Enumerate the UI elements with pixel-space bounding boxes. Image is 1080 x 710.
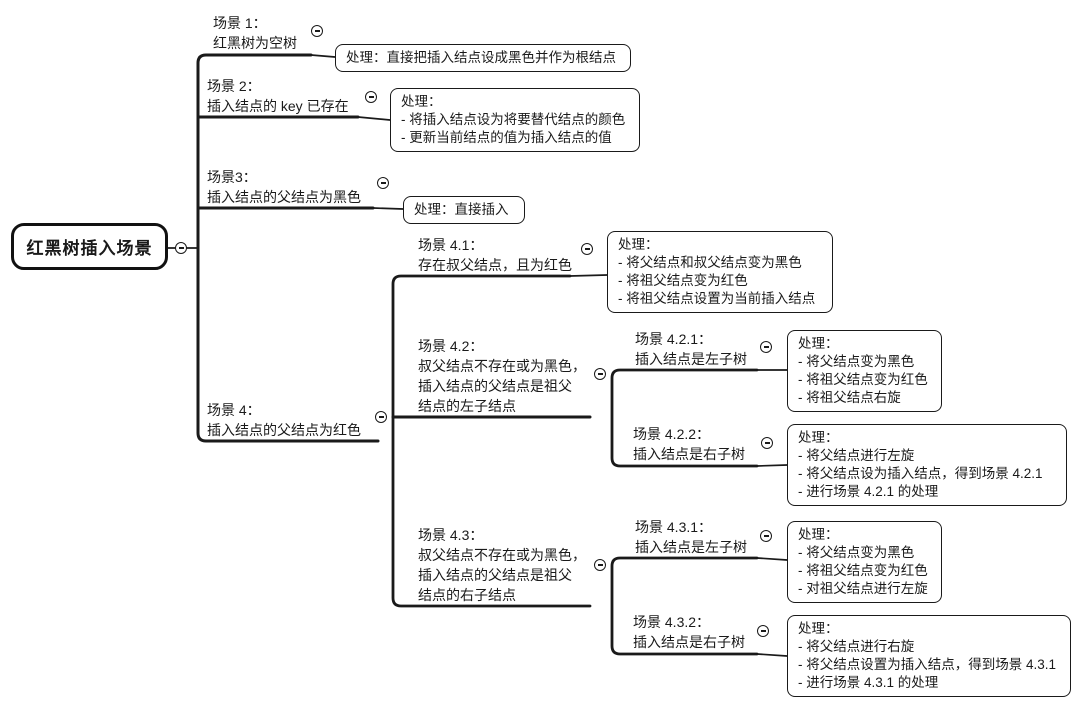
action-box-scenario-4-2-1[interactable]: 处理： - 将父结点变为黑色 - 将祖父结点变为红色 - 将祖父结点右旋 xyxy=(787,330,942,412)
scenario41-action-connector xyxy=(569,274,608,277)
action-box-scenario-4-3-2[interactable]: 处理： - 将父结点进行右旋 - 将父结点设置为插入结点，得到场景 4.3.1 … xyxy=(787,615,1071,697)
level1-trunk-line xyxy=(196,53,380,443)
topic-scenario-4[interactable]: 场景 4： 插入结点的父结点为红色 xyxy=(207,402,361,438)
topic-scenario-4-3[interactable]: 场景 4.3： 叔父结点不存在或为黑色， 插入结点的父结点是祖父 结点的右子结点 xyxy=(418,527,586,603)
topic-scenario-3[interactable]: 场景3： 插入结点的父结点为黑色 xyxy=(207,169,361,205)
action-box-scenario-4-1[interactable]: 处理： - 将父结点和叔父结点变为黑色 - 将祖父结点变为红色 - 将祖父结点设… xyxy=(607,231,833,313)
scenario4-children-trunk xyxy=(391,274,592,608)
scenario42-children-trunk xyxy=(610,368,759,468)
collapse-icon[interactable] xyxy=(594,559,606,571)
collapse-icon[interactable] xyxy=(760,341,772,353)
topic-scenario-4-2-2[interactable]: 场景 4.2.2： 插入结点是右子树 xyxy=(633,426,745,462)
topic-scenario-4-2[interactable]: 场景 4.2： 叔父结点不存在或为黑色， 插入结点的父结点是祖父 结点的左子结点 xyxy=(418,338,586,414)
collapse-icon[interactable] xyxy=(175,242,187,254)
topic-scenario-4-3-1[interactable]: 场景 4.3.1： 插入结点是左子树 xyxy=(635,519,747,555)
collapse-icon[interactable] xyxy=(375,411,387,423)
collapse-icon[interactable] xyxy=(377,177,389,189)
topic-scenario-2[interactable]: 场景 2： 插入结点的 key 已存在 xyxy=(207,78,349,114)
collapse-icon[interactable] xyxy=(311,25,323,37)
collapse-icon[interactable] xyxy=(761,437,773,449)
scenario43-children-trunk xyxy=(610,556,759,656)
scenario2-action-connector xyxy=(357,116,391,121)
scenario422-action-connector xyxy=(756,464,788,467)
action-box-scenario-4-3-1[interactable]: 处理： - 将父结点变为黑色 - 将祖父结点变为红色 - 对祖父结点进行左旋 xyxy=(787,521,942,603)
collapse-icon[interactable] xyxy=(365,91,377,103)
action-box-scenario-4-2-2[interactable]: 处理： - 将父结点进行左旋 - 将父结点设为插入结点，得到场景 4.2.1 -… xyxy=(787,424,1067,506)
topic-scenario-1[interactable]: 场景 1： 红黑树为空树 xyxy=(213,15,297,51)
collapse-icon[interactable] xyxy=(581,243,593,255)
topic-scenario-4-3-2[interactable]: 场景 4.3.2： 插入结点是右子树 xyxy=(633,614,745,650)
scenario1-action-connector xyxy=(310,54,336,58)
root-node[interactable]: 红黑树插入场景 xyxy=(11,223,168,270)
action-box-scenario-1[interactable]: 处理：直接把插入结点设成黑色并作为根结点 xyxy=(335,44,631,72)
topic-scenario-4-2-1[interactable]: 场景 4.2.1： 插入结点是左子树 xyxy=(635,331,747,367)
action-box-scenario-3[interactable]: 处理：直接插入 xyxy=(403,196,525,224)
action-box-scenario-2[interactable]: 处理： - 将插入结点设为将要替代结点的颜色 - 更新当前结点的值为插入结点的值 xyxy=(390,88,640,152)
scenario3-action-connector xyxy=(372,207,404,210)
collapse-icon[interactable] xyxy=(760,530,772,542)
topic-scenario-4-1[interactable]: 场景 4.1： 存在叔父结点，且为红色 xyxy=(418,237,572,273)
scenario432-action-connector xyxy=(756,653,788,657)
scenario431-action-connector xyxy=(756,557,788,561)
collapse-icon[interactable] xyxy=(594,368,606,380)
collapse-icon[interactable] xyxy=(757,625,769,637)
